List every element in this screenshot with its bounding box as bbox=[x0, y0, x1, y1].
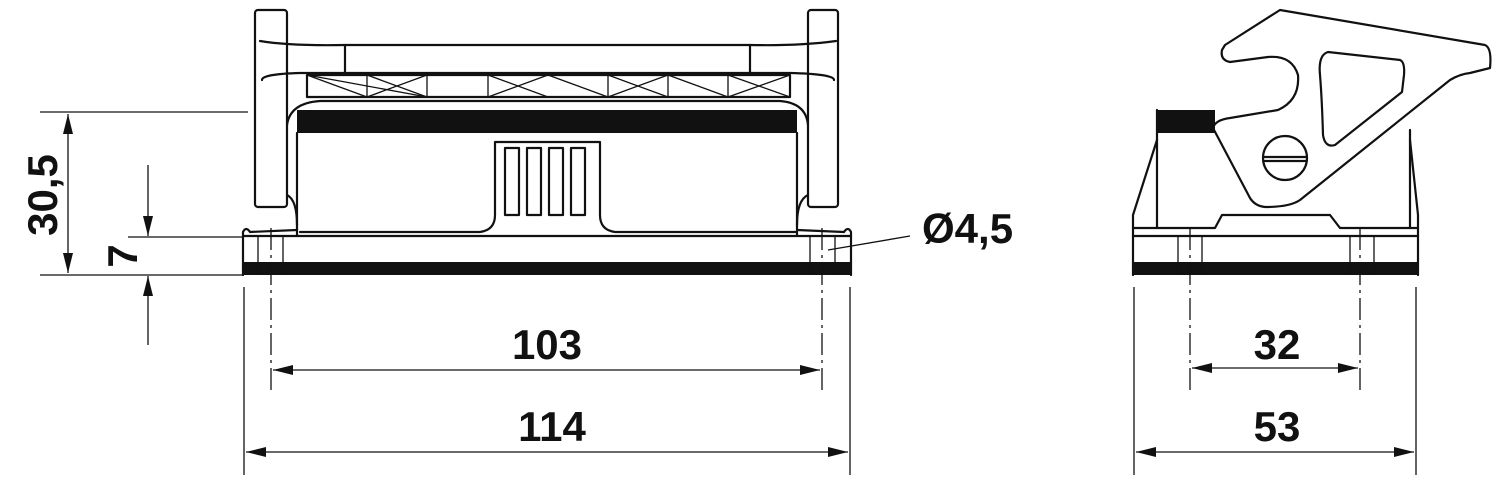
hole-spacing-side-label: 32 bbox=[1254, 321, 1301, 368]
hole-diameter-label: Ø4,5 bbox=[922, 205, 1013, 252]
right-post bbox=[806, 8, 840, 209]
truss-ribs bbox=[305, 73, 792, 99]
base-plate-side bbox=[1133, 262, 1418, 275]
seal-band bbox=[297, 110, 797, 133]
height-base-label: 7 bbox=[99, 244, 146, 267]
dimension-hole-diameter: Ø4,5 bbox=[827, 205, 1013, 252]
dimension-height-total: 30,5 bbox=[19, 111, 248, 276]
front-view-housing bbox=[241, 8, 853, 277]
base-plate bbox=[243, 262, 851, 275]
length-total-label: 114 bbox=[518, 403, 586, 450]
seal-band-side bbox=[1157, 110, 1215, 133]
dimension-length-total: 114 bbox=[243, 287, 851, 475]
locking-lever bbox=[1211, 8, 1492, 209]
height-total-label: 30,5 bbox=[19, 154, 66, 236]
lever-window bbox=[1318, 50, 1406, 147]
screw-icon bbox=[1261, 134, 1309, 182]
dimension-height-base: 7 bbox=[99, 165, 243, 345]
left-post bbox=[253, 8, 289, 209]
width-total-label: 53 bbox=[1254, 403, 1301, 450]
dimension-hole-spacing-front: 103 bbox=[270, 228, 823, 392]
dimension-width-total: 53 bbox=[1133, 287, 1417, 475]
center-slots bbox=[503, 146, 587, 217]
side-view-housing bbox=[1131, 8, 1492, 277]
hole-spacing-front-label: 103 bbox=[512, 321, 582, 368]
dimension-hole-spacing-side: 32 bbox=[1189, 228, 1361, 392]
